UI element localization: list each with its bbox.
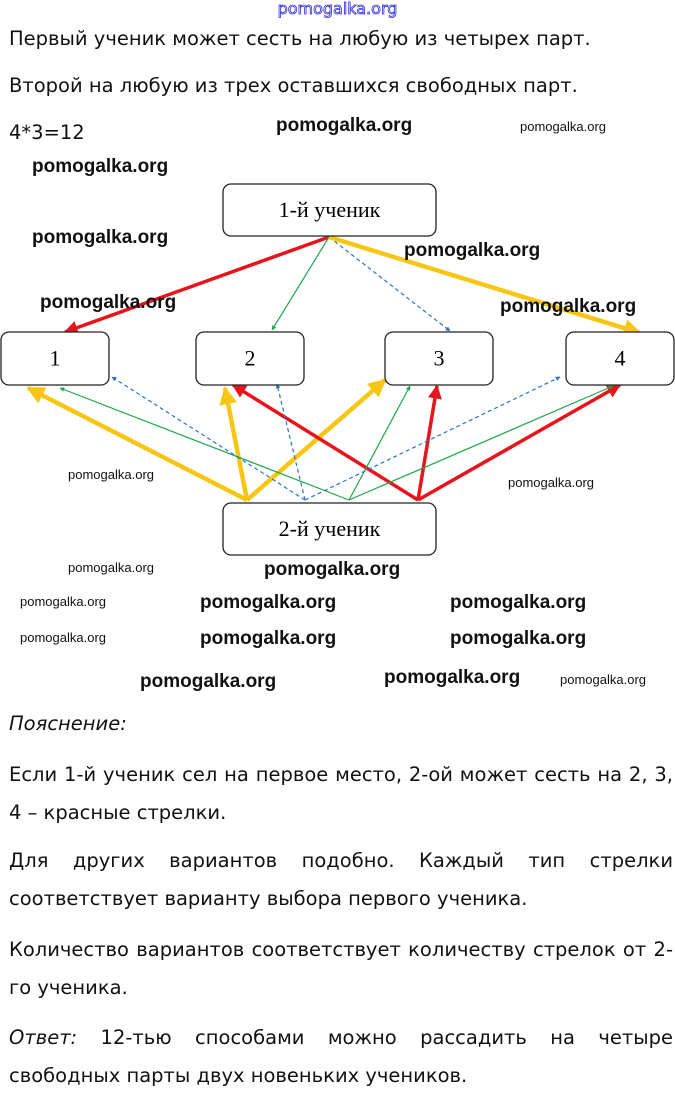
watermark: pomogalka.org bbox=[32, 227, 169, 248]
watermark: pomogalka.org bbox=[68, 467, 154, 482]
desk-box-2 bbox=[195, 331, 305, 386]
watermark: pomogalka.org bbox=[20, 594, 106, 609]
answer-label: Ответ: bbox=[9, 1026, 78, 1049]
header-watermark: pomogalka.org bbox=[277, 0, 398, 18]
yellow-arrow-second-to-desk-1 bbox=[26, 385, 249, 503]
watermark: pomogalka.org bbox=[404, 240, 541, 261]
blue-arrow-second-to-desk-1 bbox=[111, 376, 306, 501]
first-student-box-label: 1-й ученик bbox=[279, 197, 381, 222]
yellow-arrow-second-to-desk-2 bbox=[219, 386, 250, 501]
watermark: pomogalka.org bbox=[20, 630, 106, 645]
watermark: pomogalka.org bbox=[560, 672, 646, 687]
desk-box-4-label: 4 bbox=[615, 346, 626, 371]
watermark: pomogalka.org bbox=[384, 667, 521, 688]
red-arrow-second-to-desk-4 bbox=[417, 383, 622, 502]
yellow-arrow-second-to-desk-3 bbox=[245, 378, 387, 502]
watermark: pomogalka.org bbox=[500, 296, 637, 317]
watermark: pomogalka.org bbox=[450, 592, 587, 613]
yellow-arrow-first-to-desk-4 bbox=[328, 234, 642, 337]
desk-box-3-label: 3 bbox=[434, 346, 445, 371]
blue-arrow-first-to-desk-3 bbox=[328, 236, 451, 332]
red-arrow-second-to-desk-2 bbox=[231, 383, 419, 502]
desk-box-1-label: 1 bbox=[50, 346, 61, 371]
explanation-para-3: Количество вариантов соответствует колич… bbox=[9, 938, 673, 999]
second-student-box bbox=[222, 502, 437, 556]
explanation-para-1: Если 1-й ученик сел на первое место, 2-о… bbox=[9, 763, 673, 824]
watermark: pomogalka.org bbox=[450, 628, 587, 649]
green-arrow-second-to-desk-4 bbox=[348, 385, 614, 501]
watermark: pomogalka.org bbox=[68, 560, 154, 575]
seating-diagram: 1-й ученик 2-й ученик 1 2 3 4 bbox=[0, 183, 675, 556]
second-student-box-label: 2-й ученик bbox=[279, 516, 381, 541]
explanation-heading: Пояснение: bbox=[9, 712, 127, 735]
answer: Ответ: 12-тью способами можно рассадить … bbox=[9, 1019, 673, 1095]
blue-arrow-second-to-desk-4 bbox=[304, 376, 561, 501]
watermark: pomogalka.org bbox=[520, 119, 606, 134]
formula: 4*3=12 bbox=[9, 121, 85, 144]
desk-box-1 bbox=[0, 331, 110, 386]
explanation-para-2: Для других вариантов подобно. Каждый тип… bbox=[9, 849, 673, 910]
watermark: pomogalka.org bbox=[200, 628, 337, 649]
first-student-box bbox=[222, 183, 437, 237]
watermark: pomogalka.org bbox=[264, 559, 401, 580]
desk-box-3 bbox=[384, 331, 494, 386]
watermark: pomogalka.org bbox=[276, 115, 413, 136]
answer-text: 12-тью способами можно рассадить на четы… bbox=[9, 1026, 673, 1087]
watermark: pomogalka.org bbox=[32, 156, 169, 177]
desk-box-2-label: 2 bbox=[245, 346, 256, 371]
watermark: pomogalka.org bbox=[40, 292, 177, 313]
watermark: pomogalka.org bbox=[200, 592, 337, 613]
watermark: pomogalka.org bbox=[508, 475, 594, 490]
green-arrow-second-to-desk-3 bbox=[348, 385, 411, 501]
watermark: pomogalka.org bbox=[140, 671, 277, 692]
intro-line-1: Первый ученик может сесть на любую из че… bbox=[9, 27, 591, 50]
blue-arrow-second-to-desk-2 bbox=[275, 383, 306, 501]
desk-box-4 bbox=[565, 331, 675, 386]
red-arrow-first-to-desk-1 bbox=[63, 235, 330, 335]
green-arrow-first-to-desk-2 bbox=[271, 236, 330, 331]
green-arrow-second-to-desk-1 bbox=[59, 387, 350, 501]
red-arrow-second-to-desk-3 bbox=[416, 384, 442, 501]
intro-line-2: Второй на любую из трех оставшихся свобо… bbox=[9, 74, 578, 97]
